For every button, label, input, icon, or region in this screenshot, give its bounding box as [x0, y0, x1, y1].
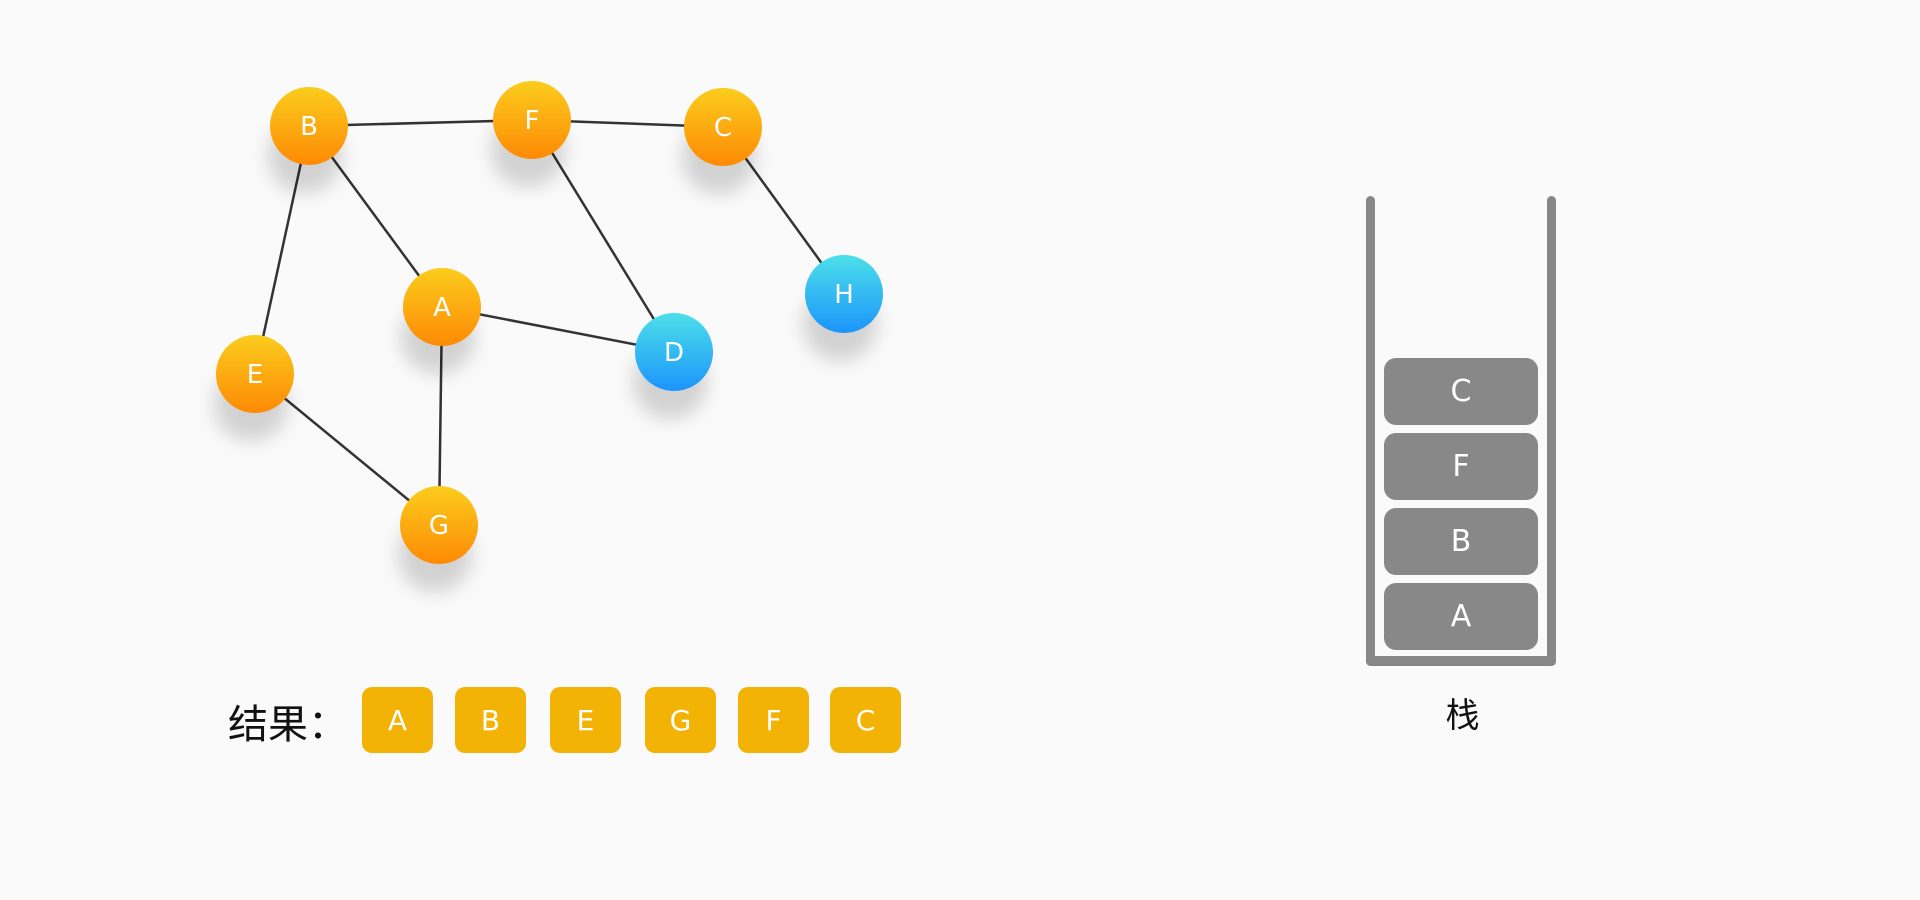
result-item-A: A — [362, 687, 433, 753]
stack-item-B: B — [1384, 508, 1538, 575]
node-circle-C — [684, 88, 762, 166]
nodes-layer: B F C A E G D H — [216, 81, 883, 564]
stack-item-A: A — [1384, 583, 1538, 650]
graph-node-G: G — [400, 486, 478, 564]
graph-node-E: E — [216, 335, 294, 413]
result-item-B: B — [455, 687, 526, 753]
graph-node-D: D — [635, 313, 713, 391]
edges-layer — [253, 118, 846, 526]
edge-A-D — [441, 305, 675, 354]
node-circle-E — [216, 335, 294, 413]
stack-item-C: C — [1384, 358, 1538, 425]
node-label-B: B — [300, 112, 318, 142]
node-shadows-layer — [214, 113, 877, 592]
stack-bottom — [1366, 656, 1556, 666]
node-label-F: F — [525, 106, 540, 136]
result-label: 结果： — [228, 702, 348, 748]
result-item-E: E — [550, 687, 621, 753]
stack-left-wall — [1366, 196, 1375, 666]
node-label-D: D — [664, 338, 684, 368]
graph-node-B: B — [270, 87, 348, 165]
result-item-G: G — [645, 687, 716, 753]
stack-item-F: F — [1384, 433, 1538, 500]
graph-node-A: A — [403, 268, 481, 346]
node-circle-H — [805, 255, 883, 333]
graph-node-F: F — [493, 81, 571, 159]
node-label-A: A — [433, 293, 451, 323]
stack-right-wall — [1547, 196, 1556, 666]
graph-node-C: C — [684, 88, 762, 166]
node-circle-B — [270, 87, 348, 165]
node-label-E: E — [247, 360, 263, 390]
node-label-C: C — [714, 113, 732, 143]
node-label-H: H — [834, 280, 854, 310]
node-circle-A — [403, 268, 481, 346]
result-item-F: F — [738, 687, 809, 753]
node-circle-D — [635, 313, 713, 391]
node-circle-G — [400, 486, 478, 564]
node-label-G: G — [429, 511, 449, 541]
graph-node-H: H — [805, 255, 883, 333]
node-circle-F — [493, 81, 571, 159]
result-item-C: C — [830, 687, 901, 753]
stack-caption: 栈 — [1445, 696, 1480, 736]
